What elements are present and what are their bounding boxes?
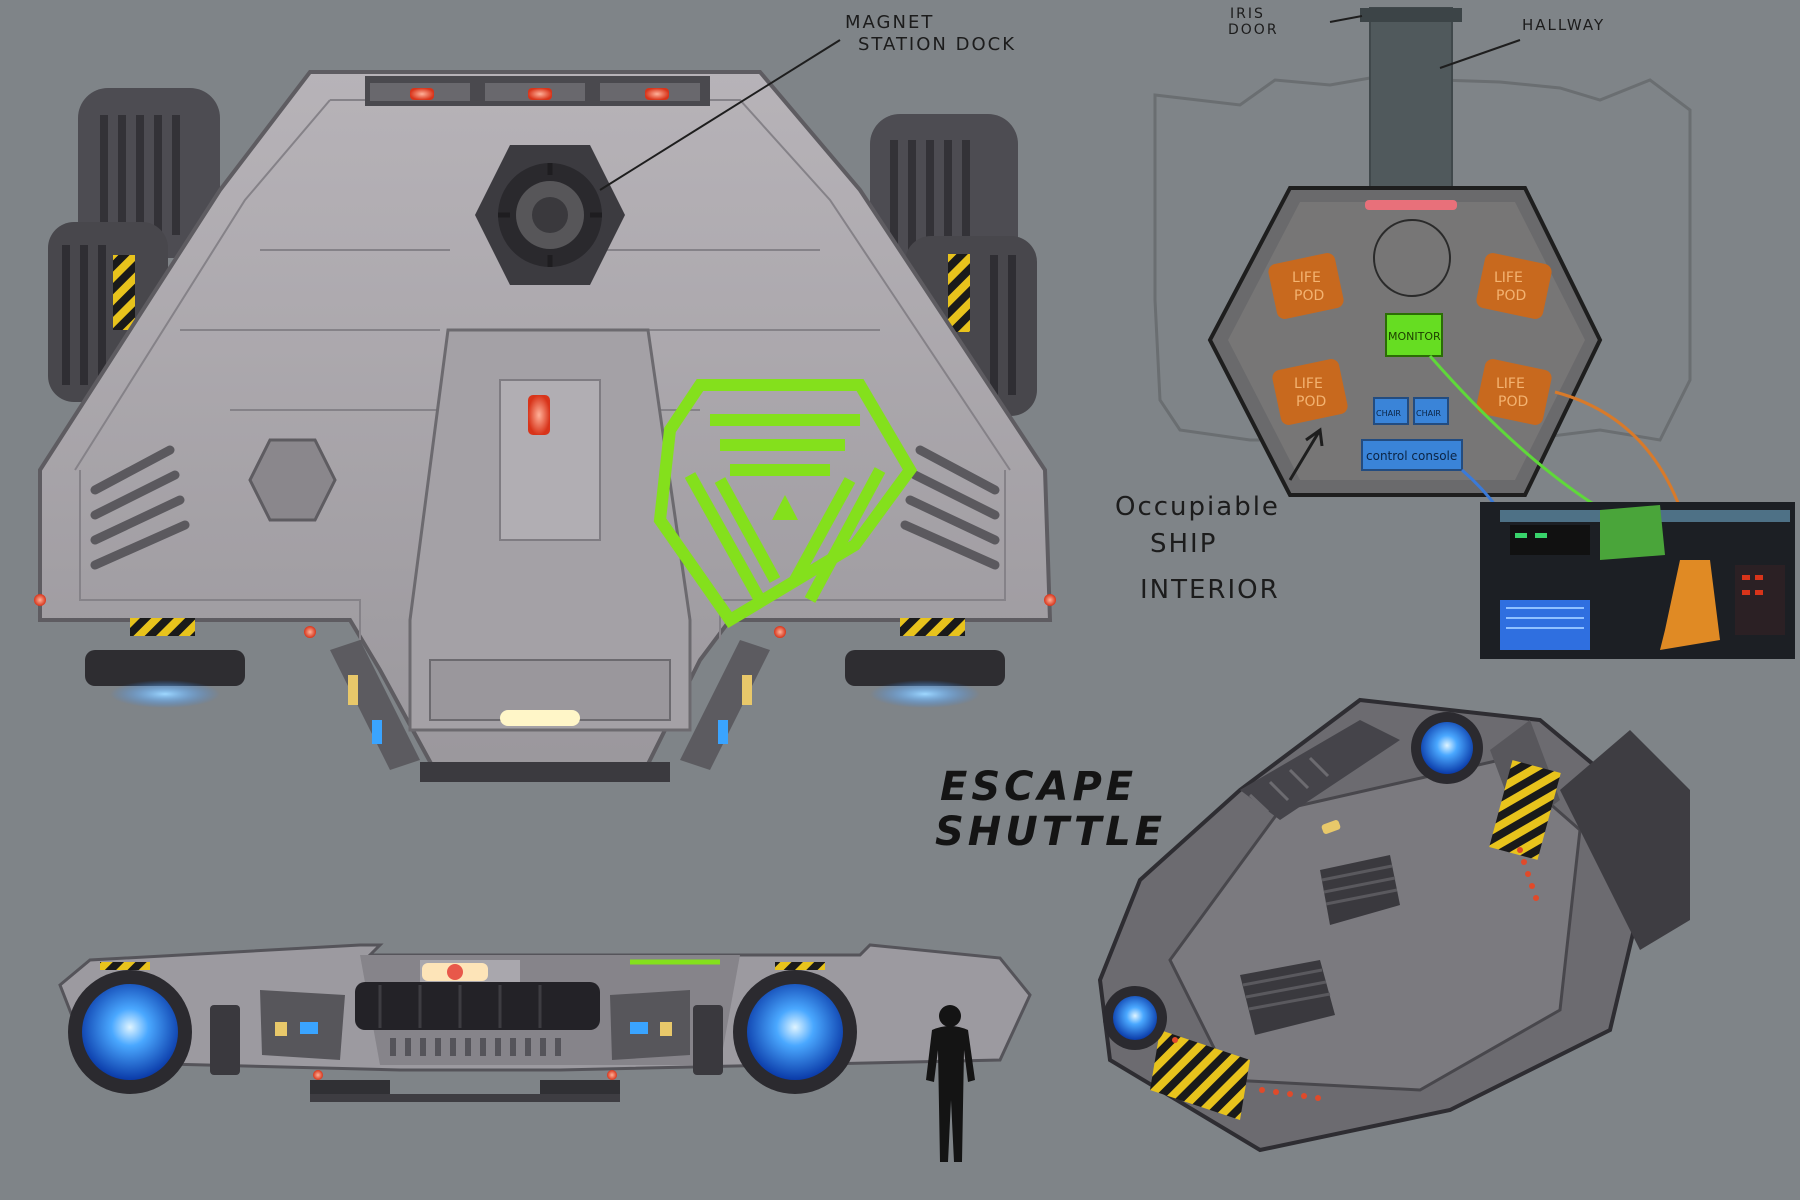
- svg-text:POD: POD: [1294, 288, 1324, 304]
- life-pod: LIFE POD: [1272, 359, 1348, 425]
- magnet-dock-callout-line2: STATION DOCK: [858, 34, 1016, 55]
- svg-text:POD: POD: [1496, 288, 1526, 304]
- interior-render-inset: [1480, 502, 1795, 659]
- hallway-callout: HALLWAY: [1522, 16, 1605, 34]
- magnet-dock-icon: [475, 145, 625, 285]
- left-thruster: [68, 970, 192, 1094]
- iris-door-callout-line2: DOOR: [1228, 22, 1279, 38]
- left-engine: [48, 88, 220, 402]
- human-silhouette-icon: [926, 1005, 975, 1162]
- title-line2: SHUTTLE: [935, 809, 1166, 855]
- svg-text:CHAIR: CHAIR: [1376, 409, 1401, 418]
- monitor-box: [1385, 313, 1443, 357]
- title-line1: ESCAPE: [940, 764, 1137, 810]
- life-pod: LIFE POD: [1476, 253, 1552, 319]
- svg-text:LIFE: LIFE: [1494, 270, 1523, 286]
- occupiable-callout-line1: Occupiable: [1115, 492, 1280, 522]
- occupiable-callout-line3: INTERIOR: [1140, 575, 1280, 605]
- control-console-label: control console: [1366, 449, 1457, 463]
- svg-text:LIFE: LIFE: [1294, 376, 1323, 392]
- life-pod: LIFE POD: [1268, 253, 1344, 319]
- chair: [1413, 397, 1449, 425]
- control-console-box: [1361, 439, 1463, 471]
- svg-text:LIFE: LIFE: [1292, 270, 1321, 286]
- front-view: [58, 943, 1032, 1162]
- right-engine: [870, 114, 1037, 416]
- iris-door-callout-line1: IRIS: [1230, 6, 1265, 22]
- svg-text:CHAIR: CHAIR: [1416, 409, 1441, 418]
- inverted-triangle-hex-emblem-icon: [653, 379, 918, 629]
- magnet-dock-callout-line1: MAGNET: [845, 12, 934, 33]
- monitor-label: MONITOR: [1388, 330, 1441, 343]
- life-pod: LIFE POD: [1476, 359, 1552, 425]
- svg-text:LIFE: LIFE: [1496, 376, 1525, 392]
- interior-plan: LIFE POD LIFE POD LIFE POD LIFE POD MONI…: [1115, 6, 1795, 659]
- right-thruster: [733, 970, 857, 1094]
- top-view: MAGNET STATION DOCK: [34, 12, 1056, 782]
- svg-text:POD: POD: [1296, 394, 1326, 410]
- perspective-view: [1097, 697, 1690, 1153]
- svg-text:POD: POD: [1498, 394, 1528, 410]
- chair: [1373, 397, 1409, 425]
- occupiable-callout-line2: SHIP: [1150, 529, 1217, 559]
